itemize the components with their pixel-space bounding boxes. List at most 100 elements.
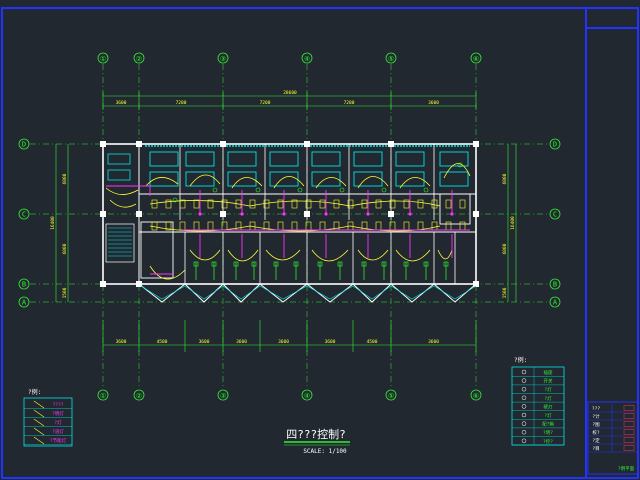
corridor-fixture xyxy=(291,199,298,209)
structural-column xyxy=(136,211,142,217)
axis-bubble-left xyxy=(18,278,30,290)
legend-right-item: 配?箱 xyxy=(542,421,554,428)
dim-bottom-segment: 3600 xyxy=(325,339,336,345)
wiring-run xyxy=(357,249,389,261)
corridor-fixture xyxy=(459,199,466,209)
dim-left-segment: 6000 xyxy=(62,243,68,254)
corridor-fixture xyxy=(431,221,438,231)
axis-label-right: B xyxy=(553,281,557,289)
window-unit xyxy=(149,171,179,187)
legend-right-symbol xyxy=(521,378,527,383)
legend-left: ?例: ?????明灯?灯?道灯?节能灯 xyxy=(23,388,73,447)
dim-top-segment: 7200 xyxy=(344,100,355,106)
axis-label-top: ② xyxy=(136,55,142,63)
fixture-symbol xyxy=(381,187,387,193)
legend-left-symbol xyxy=(33,409,45,418)
wiring-run xyxy=(399,177,431,189)
legend-right-item: ?灯 xyxy=(544,395,552,402)
wiring-run xyxy=(189,174,221,187)
dim-top-segment: 3600 xyxy=(428,100,439,106)
axis-bubble-bottom xyxy=(217,389,229,401)
wiring-run xyxy=(105,187,139,195)
axis-label-top: ⑥ xyxy=(473,55,479,63)
corridor-fixture xyxy=(417,199,424,209)
drawing-scale: SCALE: 1/100 xyxy=(303,448,347,455)
wiring-run xyxy=(265,249,301,261)
wiring-run xyxy=(273,176,305,189)
wiring-run xyxy=(437,249,453,260)
corridor-fixture xyxy=(221,199,228,209)
axis-label-bottom: ⑤ xyxy=(388,392,394,400)
circuit-node xyxy=(282,212,286,216)
legend-right-symbol xyxy=(521,438,527,444)
axis-label-bottom: ① xyxy=(100,392,106,400)
axis-label-top: ④ xyxy=(304,55,310,63)
title-block-row-label: ??? xyxy=(592,406,600,412)
legend-left-item: ?灯 xyxy=(54,419,62,426)
fixture-symbol xyxy=(297,187,303,193)
corridor-fixture xyxy=(291,221,298,231)
dim-left-segment: 1500 xyxy=(62,287,68,298)
dim-top-segment: 7200 xyxy=(260,100,271,106)
fixture-symbol xyxy=(193,261,199,267)
corridor-fixture xyxy=(417,221,424,231)
legend-left-symbol xyxy=(33,436,45,445)
fixture-symbol xyxy=(423,187,429,193)
axis-label-bottom: ⑥ xyxy=(473,392,479,400)
axis-bubble-top xyxy=(470,52,482,64)
fixture-symbol xyxy=(337,261,343,267)
corridor-fixture xyxy=(207,221,214,231)
wiring-run xyxy=(145,177,179,187)
axis-label-top: ⑤ xyxy=(388,55,394,63)
corridor-fixture xyxy=(235,221,242,231)
wiring-run xyxy=(231,177,263,189)
corridor-fixture xyxy=(389,199,396,209)
corridor-fixture xyxy=(403,221,410,231)
legend-right-item: 壁灯 xyxy=(544,403,553,410)
fixture-symbol xyxy=(293,261,299,267)
axis-bubble-top xyxy=(385,52,397,64)
dim-right-overall: 16400 xyxy=(510,216,516,230)
circuit-node xyxy=(366,212,370,216)
circuit-branch xyxy=(106,185,151,196)
axis-bubble-top xyxy=(301,52,313,64)
corridor-fixture xyxy=(375,199,382,209)
fixture-symbol xyxy=(423,261,429,267)
axis-bubble-top xyxy=(97,52,109,64)
window-unit xyxy=(185,171,215,187)
legend-right-item: 开关 xyxy=(544,378,553,385)
corridor-fixture xyxy=(431,199,438,209)
dim-top-segment: 7200 xyxy=(176,100,187,106)
wiring-run xyxy=(149,265,186,280)
corridor-fixture xyxy=(305,199,312,209)
axis-bubble-top xyxy=(217,52,229,64)
axis-label-bottom: ② xyxy=(136,392,142,400)
legend-left-symbol xyxy=(33,400,45,409)
floor-plan xyxy=(100,141,479,303)
window-unit xyxy=(149,151,179,167)
legend-right-symbol xyxy=(521,369,527,375)
structural-column xyxy=(304,141,310,147)
title-block-row-label: ?图 xyxy=(592,422,600,428)
corridor-fixture xyxy=(179,221,186,231)
corridor-fixture xyxy=(179,199,186,209)
window-unit xyxy=(439,171,469,187)
fixture-symbol xyxy=(403,261,409,267)
window-unit xyxy=(395,151,425,167)
corridor-fixture xyxy=(249,199,256,209)
drawing-title: 四???控制? xyxy=(286,427,346,441)
dim-bottom-segment: 3600 xyxy=(236,339,247,345)
window-unit xyxy=(269,151,299,167)
structural-column xyxy=(136,141,142,147)
axis-bubble-bottom xyxy=(133,389,145,401)
wiring-run xyxy=(249,225,351,232)
axis-label-right: D xyxy=(553,141,557,149)
structural-column xyxy=(388,141,394,147)
wiring-run xyxy=(189,249,221,261)
bay-window-glass xyxy=(140,285,477,300)
wiring-run xyxy=(109,199,137,208)
dim-right-segment: 1500 xyxy=(502,287,508,298)
window-unit xyxy=(107,169,131,181)
axis-label-left: C xyxy=(22,211,26,219)
